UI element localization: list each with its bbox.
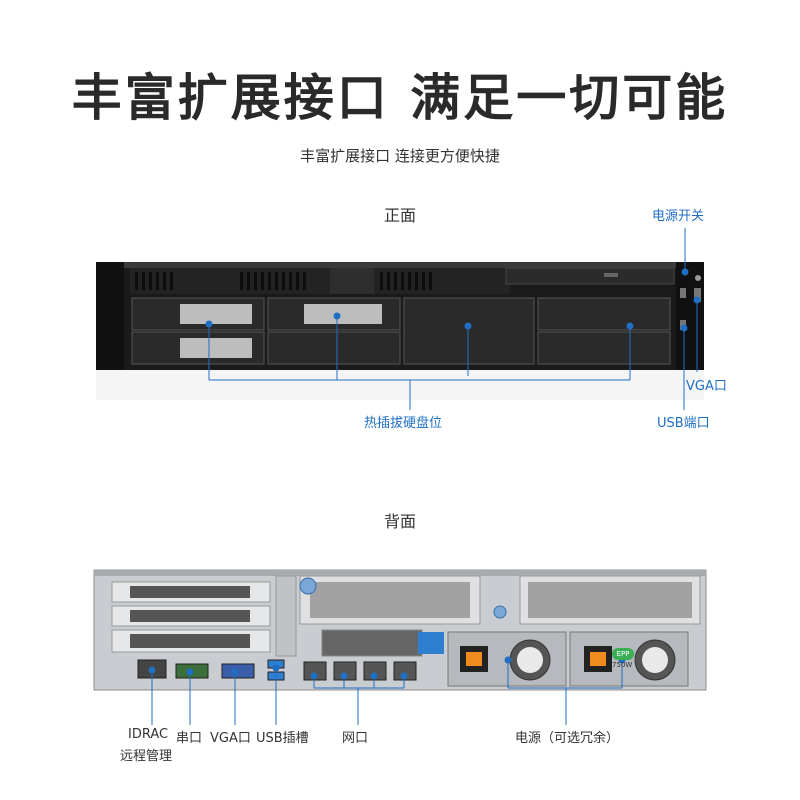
callout-idrac-remote: 远程管理 — [120, 749, 173, 764]
callout-front-usb: USB端口 — [657, 416, 710, 431]
callout-hot-swap-bays: 热插拔硬盘位 — [364, 416, 443, 431]
psu-badge-watt: 750W — [612, 661, 633, 669]
callout-front-vga: VGA口 — [686, 379, 727, 394]
callout-serial: 串口 — [176, 731, 203, 746]
network-ports — [303, 661, 417, 681]
callout-back-vga: VGA口 — [210, 731, 251, 746]
drive-bays — [131, 297, 671, 365]
callout-usb-slot: USB插槽 — [256, 731, 309, 746]
callout-power-supply: 电源（可选冗余） — [515, 731, 620, 746]
page-title: 丰富扩展接口 满足一切可能 — [71, 69, 729, 127]
page-subtitle: 丰富扩展接口 连接更方便快捷 — [300, 147, 500, 165]
back-section-title: 背面 — [383, 512, 416, 531]
pcie-slots — [111, 581, 271, 653]
front-vent — [130, 268, 510, 294]
optical-drive — [505, 267, 675, 285]
callout-network: 网口 — [342, 731, 369, 746]
callout-power-switch: 电源开关 — [652, 209, 705, 224]
front-section-title: 正面 — [383, 206, 416, 225]
callout-idrac: IDRAC — [128, 727, 169, 742]
psu-badge-brand: EPP — [612, 648, 634, 660]
